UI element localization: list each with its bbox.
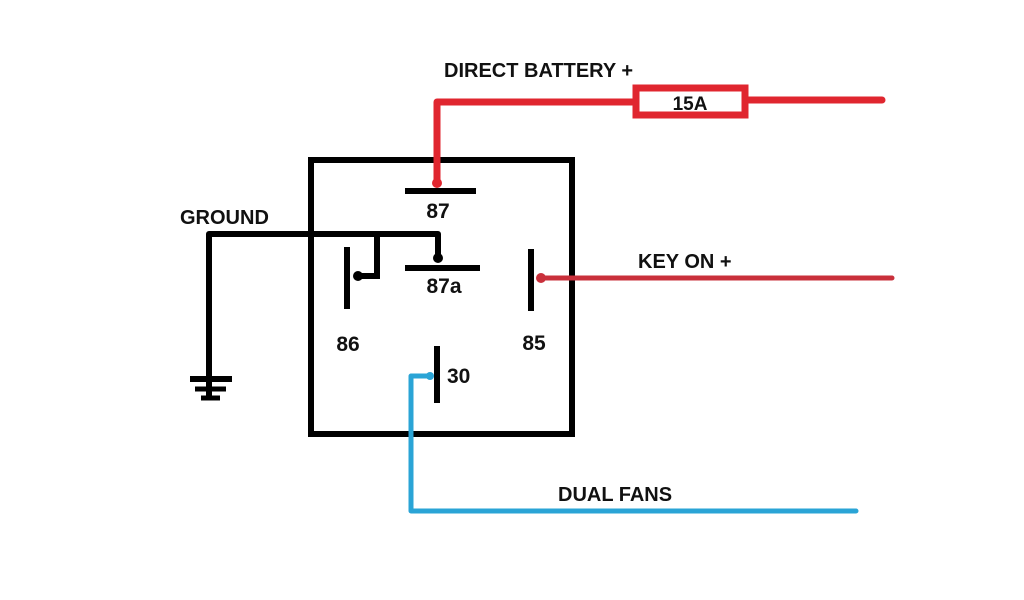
pin-87a-label: 87a	[426, 275, 461, 298]
fan-wire	[408, 373, 859, 514]
ground-wire	[206, 231, 441, 398]
pin-87a-terminal	[433, 253, 443, 263]
fuse	[632, 84, 749, 119]
pin-85-terminal	[536, 273, 546, 283]
ground-label: GROUND	[180, 207, 269, 229]
battery-wire	[433, 98, 640, 187]
pin-87-label: 87	[426, 200, 449, 223]
relay-body	[308, 157, 575, 437]
pin-30-terminal	[426, 372, 434, 380]
fans-label: DUAL FANS	[558, 484, 672, 506]
pin-86-terminal	[353, 271, 363, 281]
ground-wire-to-86	[358, 234, 380, 279]
fuse-rating: 15A	[673, 94, 708, 115]
pin-85-label: 85	[522, 332, 546, 355]
ground-symbol-icon	[190, 376, 232, 401]
pin-87-terminal	[432, 178, 442, 188]
pin-86-label: 86	[336, 333, 359, 356]
battery-label: DIRECT BATTERY +	[444, 60, 633, 82]
key-on-label: KEY ON +	[638, 251, 732, 273]
pin-30-label: 30	[447, 365, 470, 388]
